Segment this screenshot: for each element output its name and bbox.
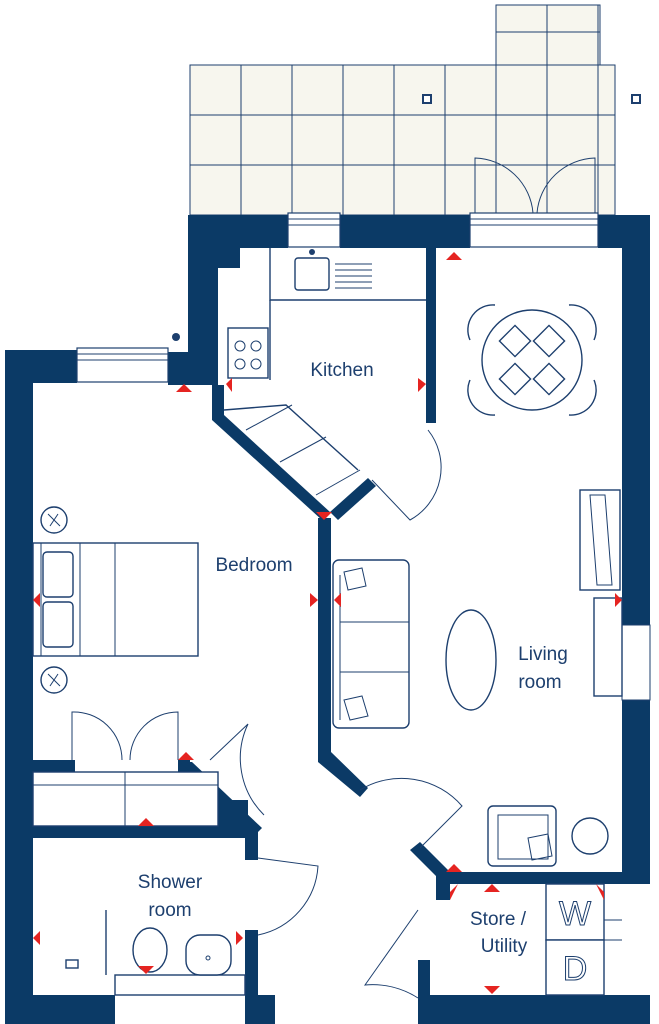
- living-furniture: [332, 489, 623, 867]
- room-label-living-1: Living: [518, 644, 568, 665]
- store-fittings: W D: [363, 883, 622, 999]
- hob-icon: [227, 327, 269, 379]
- room-label-shower-2: room: [148, 900, 191, 921]
- room-label-kitchen: Kitchen: [310, 360, 373, 381]
- kitchen-fittings: [223, 248, 442, 521]
- shower-fittings: [65, 857, 319, 996]
- room-label-store-1: Store /: [470, 909, 527, 930]
- outdoor-light-icon: [172, 333, 180, 341]
- bedroom-furniture: [32, 506, 265, 827]
- patio-doors: [474, 157, 596, 214]
- washer-letter: W: [559, 895, 591, 933]
- room-label-bedroom: Bedroom: [215, 555, 292, 576]
- sink-icon: [294, 257, 330, 291]
- terrace: [189, 4, 641, 216]
- walls: [5, 215, 650, 1024]
- dining-table: [467, 304, 597, 416]
- terrace-light-icon: [631, 94, 641, 104]
- measurement-markers: [33, 252, 622, 994]
- terrace-light-icon: [422, 94, 432, 104]
- dryer-letter: D: [563, 950, 588, 988]
- room-label-store-2: Utility: [481, 936, 528, 957]
- windows: [76, 212, 651, 701]
- room-label-shower-1: Shower: [138, 872, 203, 893]
- room-label-living-2: room: [518, 672, 561, 693]
